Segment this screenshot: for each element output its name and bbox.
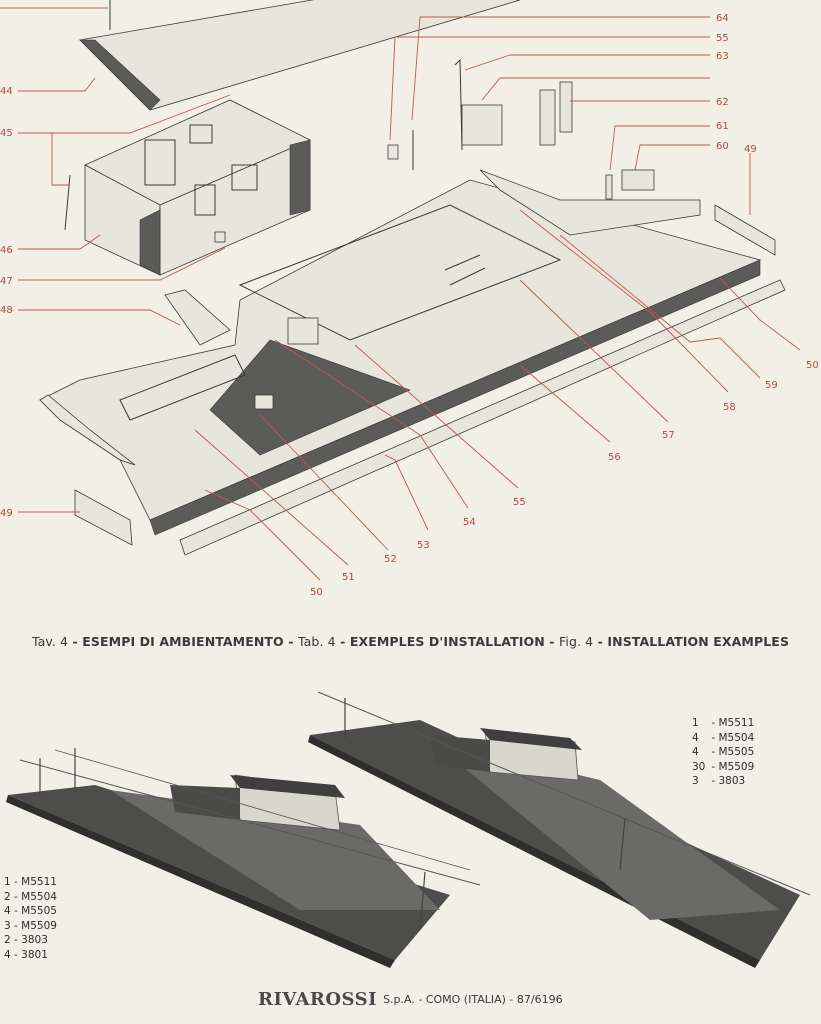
exploded-station-diagram: 44 45 46 47 48 49 64 55 63 62 61 60 49 5…: [0, 0, 819, 598]
parts-list-item: 3 - M5509: [4, 919, 57, 932]
figure-caption: Tav. 4 - ESEMPI DI AMBIENTAMENTO - Tab. …: [31, 634, 790, 649]
callout-64: 64: [716, 13, 729, 24]
parts-list-item: 2 - M5504: [4, 890, 57, 903]
caption-italian: ESEMPI DI AMBIENTAMENTO: [82, 634, 284, 649]
callout-61: 61: [716, 121, 729, 132]
company-line: S.p.A. - COMO (ITALIA) - 87/6196: [383, 992, 563, 1006]
callout-50-right: 50: [806, 360, 819, 371]
callout-58: 58: [723, 402, 736, 413]
callout-46: 46: [0, 245, 13, 256]
callout-55-bottom: 55: [513, 497, 526, 508]
leader-lines: [0, 7, 801, 581]
callout-59: 59: [765, 380, 778, 391]
parts-list-item: 3 - 3803: [692, 775, 746, 787]
callout-48: 48: [0, 305, 13, 316]
left-example-photo: [6, 748, 481, 968]
parts-list-item: 2 - 3803: [4, 934, 48, 946]
callout-50-bottom: 50: [310, 587, 323, 598]
caption-french: EXEMPLES D'INSTALLATION: [349, 634, 545, 649]
callout-44: 44: [0, 86, 13, 97]
kerb-strips-drawing: [74, 279, 786, 556]
caption-fig: Fig. 4: [558, 634, 594, 649]
callout-49-left: 49: [0, 508, 13, 519]
parts-list-item: 4 - 3801: [4, 948, 48, 961]
small-parts-drawing: [387, 58, 776, 256]
parts-list-item: 30 - M5509: [692, 760, 755, 773]
callout-56: 56: [608, 452, 621, 463]
platform-base-drawing: [39, 169, 762, 536]
callout-53: 53: [417, 540, 430, 551]
parts-list-item: 1 - M5511: [692, 717, 755, 729]
parts-list-left: 1 - M5511 2 - M5504 4 - M5505 3 - M5509 …: [4, 875, 57, 962]
callout-52: 52: [384, 554, 397, 565]
parts-list-item: 1 - M5511: [4, 876, 57, 888]
caption-tav: Tav. 4: [31, 634, 69, 649]
callout-63: 63: [716, 51, 729, 62]
station-building-drawing: [64, 99, 311, 276]
parts-list-item: 4 - M5505: [692, 746, 755, 758]
caption-tab: Tab. 4: [297, 634, 336, 649]
right-example-photo: [308, 691, 811, 968]
callout-55-top: 55: [716, 33, 729, 44]
installation-example-photos: [6, 691, 811, 968]
callout-57: 57: [662, 430, 675, 441]
callout-54: 54: [463, 517, 476, 528]
callout-51: 51: [342, 572, 355, 583]
callout-49-right: 49: [744, 144, 757, 155]
callout-45: 45: [0, 128, 13, 139]
caption-english: INSTALLATION EXAMPLES: [607, 634, 790, 649]
callout-62: 62: [716, 97, 729, 108]
parts-list-item: 4 - M5504: [692, 731, 755, 744]
callout-60: 60: [716, 141, 729, 152]
parts-list-right: 1 - M5511 4 - M5504 4 - M5505 30 - M5509…: [692, 716, 754, 789]
callout-47: 47: [0, 276, 13, 287]
rivarossi-logo: RIVAROSSI: [258, 988, 378, 1010]
roof-plate-drawing: [79, 0, 521, 111]
footer: RIVAROSSI S.p.A. - COMO (ITALIA) - 87/61…: [258, 984, 563, 1014]
parts-list-item: 4 - M5505: [4, 905, 57, 917]
